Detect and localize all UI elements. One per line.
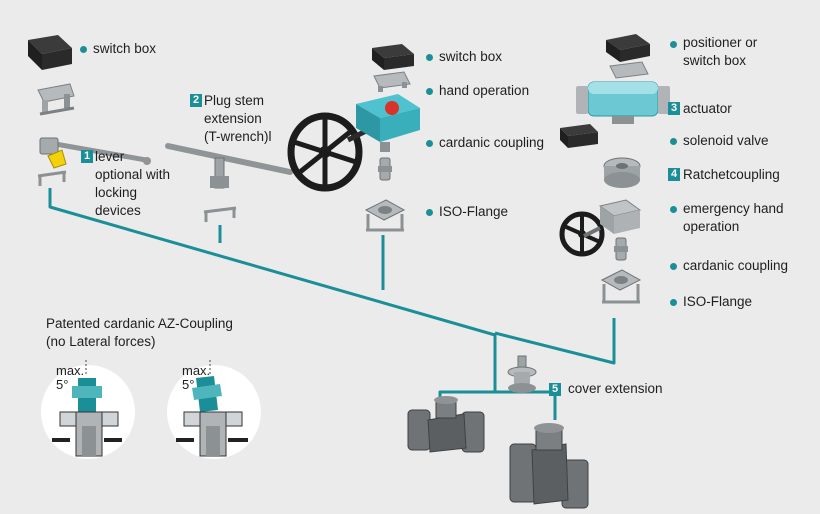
label-plug-stem-extension: Plug stem extension (T-wrench)l — [204, 93, 272, 144]
bullet-dot — [80, 46, 87, 53]
bracket-left-icon — [37, 83, 75, 116]
emergency-handwheel-icon — [559, 211, 605, 257]
label-cover-extension: cover extension — [568, 381, 663, 396]
solenoid-valve-icon — [560, 124, 598, 148]
bullet-dot — [426, 88, 433, 95]
bracket-right-icon — [609, 61, 649, 79]
gearbox-icon — [356, 94, 420, 152]
switch-box-left-icon — [28, 35, 72, 70]
label-actuator: actuator — [683, 101, 732, 116]
positioner-icon — [606, 34, 650, 62]
label-ratchet-coupling: Ratchetcoupling — [683, 167, 780, 182]
az-coupling-right-icon — [167, 360, 261, 459]
label-switch-box-left: switch box — [93, 41, 157, 56]
label-iso-flange-mid: ISO-Flange — [439, 204, 509, 219]
az-coupling-left-icon — [41, 360, 135, 459]
label-hand-operation: hand operation — [439, 83, 530, 98]
label-iso-flange-right: ISO-Flange — [683, 294, 753, 309]
label-switch-box-mid: switch box — [439, 49, 503, 64]
bullet-dot — [670, 41, 677, 48]
label-az-coupling-title: Patented cardanic AZ-Coupling (no Latera… — [46, 316, 233, 349]
handwheel-icon — [287, 112, 370, 192]
bracket-mid-icon — [373, 71, 411, 92]
bullet-dot — [670, 263, 677, 270]
badge-5: 5 — [549, 383, 561, 396]
plug-valve-2way-icon — [407, 396, 485, 453]
cardanic-coupling-mid-icon — [378, 157, 392, 181]
emergency-gear-icon — [583, 199, 642, 238]
label-positioner: positioner or switch box — [683, 35, 758, 68]
badge-3: 3 — [668, 102, 680, 115]
bullet-dot — [670, 299, 677, 306]
bullet-dot — [670, 206, 677, 213]
cardanic-coupling-right-icon — [614, 237, 628, 261]
bullet-dot — [670, 138, 677, 145]
switch-box-mid-icon — [372, 44, 414, 70]
label-emergency-hand-operation: emergency hand operation — [683, 201, 784, 234]
actuator-icon — [576, 81, 670, 124]
iso-flange-right-icon — [600, 269, 642, 304]
t-wrench-icon — [165, 143, 293, 222]
bullet-dot — [426, 209, 433, 216]
label-lever: lever optional with locking devices — [95, 149, 171, 218]
badge-4: 4 — [668, 168, 680, 181]
plug-valve-3way-icon — [509, 423, 589, 509]
label-solenoid-valve: solenoid valve — [683, 133, 769, 148]
badge-1: 1 — [81, 150, 93, 163]
bullet-dot — [426, 140, 433, 147]
label-max-angle-left: max. 5° — [56, 363, 85, 392]
label-max-angle-right: max. 5° — [182, 363, 211, 392]
label-cardanic-coupling-right: cardanic coupling — [683, 258, 789, 273]
cover-extension-icon — [507, 355, 537, 393]
ratchet-coupling-icon — [603, 157, 641, 188]
lever-icon — [37, 137, 151, 186]
iso-flange-mid-icon — [364, 199, 406, 232]
label-cardanic-coupling-mid: cardanic coupling — [439, 135, 545, 150]
badge-2: 2 — [190, 94, 202, 107]
bullet-dot — [426, 54, 433, 61]
